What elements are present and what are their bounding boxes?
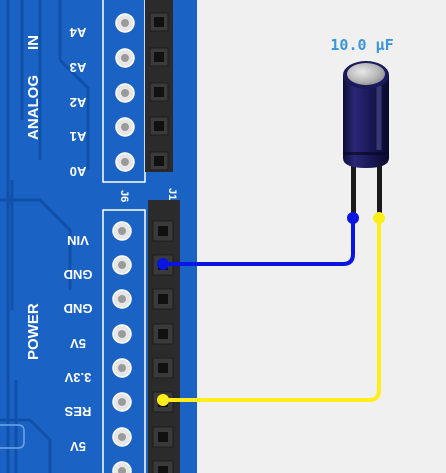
power-pin-hole-vin-0 bbox=[118, 227, 126, 235]
pcb-traces bbox=[0, 0, 90, 473]
power-header-socket-5v-3 bbox=[158, 329, 168, 339]
analog-pin-hole-a3 bbox=[121, 54, 129, 62]
power-pin-label-gnd-1: GND bbox=[64, 267, 93, 282]
analog-pin-hole-a0 bbox=[121, 158, 129, 166]
positive-wire[interactable] bbox=[163, 218, 381, 402]
power-pin-label-33v-4: 3.3V bbox=[64, 370, 91, 385]
power-pin-label-vin-0: VIN bbox=[67, 233, 89, 248]
negative-wire[interactable] bbox=[163, 218, 355, 266]
capacitor-body bbox=[343, 75, 389, 168]
analog-pin-label-a2: A2 bbox=[70, 95, 87, 110]
analog-header-socket-a1 bbox=[154, 121, 164, 131]
power-pin-hole-gnd-1 bbox=[118, 261, 126, 269]
analog-in-suffix-label: IN bbox=[25, 35, 42, 50]
power-label: POWER bbox=[25, 303, 42, 360]
analog-header-socket-a4 bbox=[154, 17, 164, 27]
capacitor-ring bbox=[343, 152, 389, 155]
capacitor-positive-lead bbox=[377, 160, 382, 218]
power-pin-label-gnd-2: GND bbox=[64, 301, 93, 316]
power-pin-hole-5v-3 bbox=[118, 330, 126, 338]
analog-pin-hole-a2 bbox=[121, 89, 129, 97]
power-header-socket-extra-7 bbox=[158, 466, 168, 473]
analog-pin-label-a1: A1 bbox=[70, 129, 87, 144]
analog-pin-hole-a4 bbox=[121, 19, 129, 27]
power-pin-hole-gnd-2 bbox=[118, 295, 126, 303]
power-header-socket-33v-4 bbox=[158, 363, 168, 373]
capacitor[interactable] bbox=[343, 61, 389, 218]
wire-group bbox=[157, 212, 385, 406]
analog-header-socket-a2 bbox=[154, 87, 164, 97]
power-pin-hole-extra-7 bbox=[118, 467, 126, 473]
power-pin-label-5v-6: 5V bbox=[70, 439, 86, 454]
power-pin-label-res-5: RES bbox=[64, 404, 91, 419]
board-outline-mark bbox=[0, 424, 25, 449]
power-pin-outline bbox=[102, 209, 146, 473]
power-header-socket-5v-6 bbox=[158, 432, 168, 442]
power-header-socket-gnd-2 bbox=[158, 294, 168, 304]
capacitor-value-label: 10.0 µF bbox=[330, 36, 393, 54]
power-header-socket-vin-0 bbox=[158, 226, 168, 236]
negative-wire-gnd-endpoint[interactable] bbox=[157, 258, 169, 270]
analog-header-id: J6 bbox=[118, 190, 130, 202]
positive-wire-res-endpoint[interactable] bbox=[157, 394, 169, 406]
analog-header-socket-a0 bbox=[154, 156, 164, 166]
power-header-id: J1 bbox=[166, 188, 178, 200]
analog-pin-label-a3: A3 bbox=[70, 60, 87, 75]
capacitor-top bbox=[347, 63, 385, 85]
analog-pin-label-a4: A4 bbox=[69, 25, 86, 40]
power-pin-label-5v-3: 5V bbox=[70, 336, 86, 351]
analog-pin-label-a0: A0 bbox=[70, 164, 87, 179]
analog-header-socket-a3 bbox=[154, 52, 164, 62]
analog-pin-hole-a1 bbox=[121, 123, 129, 131]
power-pin-hole-5v-6 bbox=[118, 433, 126, 441]
analog-in-label: ANALOG bbox=[25, 75, 42, 140]
power-pin-hole-33v-4 bbox=[118, 364, 126, 372]
negative-wire-endpoint[interactable] bbox=[347, 212, 359, 224]
positive-wire-endpoint[interactable] bbox=[373, 212, 385, 224]
capacitor-negative-lead bbox=[351, 160, 356, 218]
power-pin-hole-res-5 bbox=[118, 398, 126, 406]
